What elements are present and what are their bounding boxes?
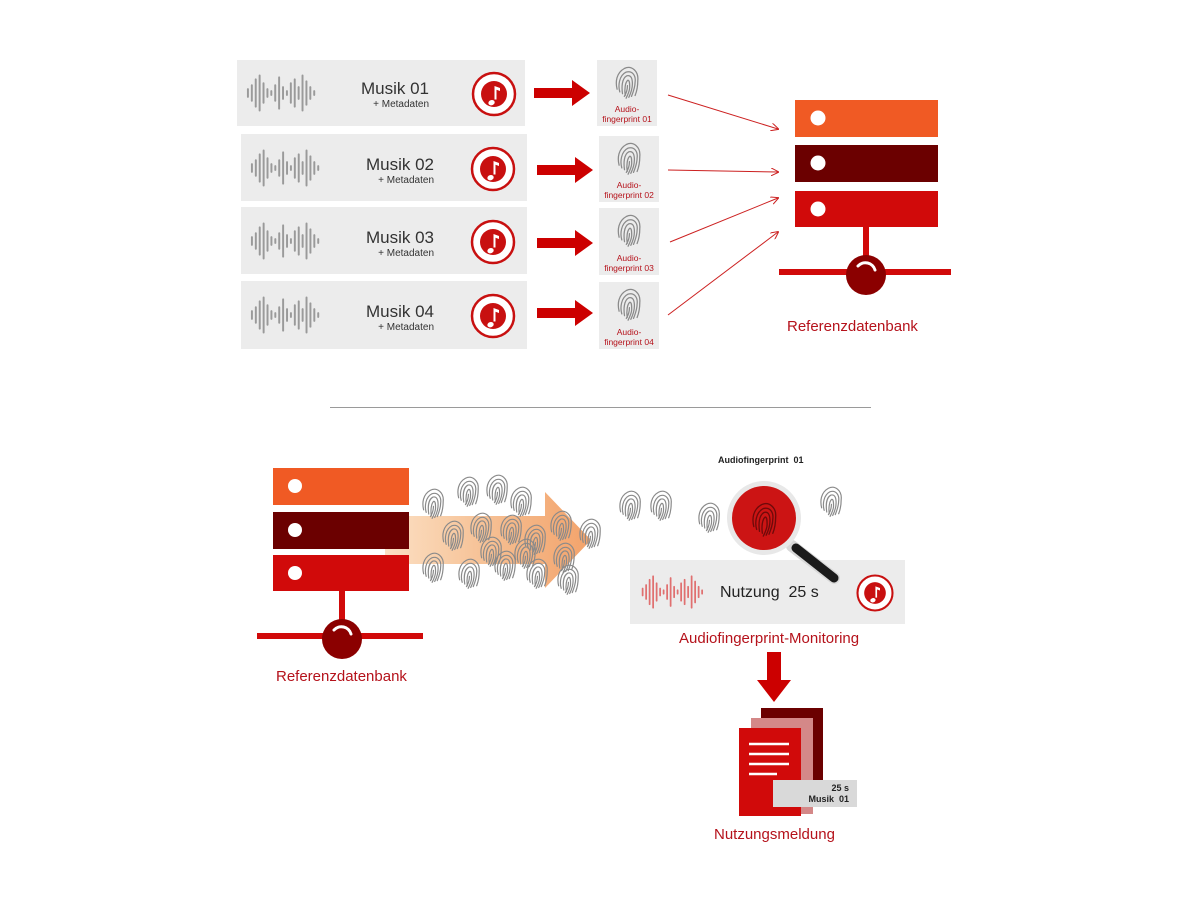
fingerprint-label-line1: Audio- [616,253,642,263]
usage-duration: Nutzung 25 s [720,584,819,601]
fingerprint-card[interactable]: Audio- fingerprint 04 [599,282,659,349]
fingerprint-icon [617,488,643,522]
database-server-icon [779,100,951,295]
arrow-right-icon [534,80,590,106]
monitoring-label: Audiofingerprint-Monitoring [679,630,860,647]
fingerprint-icon [615,286,643,322]
track-title: Musik 01 [360,79,429,98]
music-note-icon [470,70,518,118]
fingerprint-label-line1: Audio- [614,104,640,114]
magnifier-icon [727,481,840,584]
fingerprint-icon [484,472,510,506]
fingerprint-label-line2: fingerprint 01 [602,114,652,124]
fingerprint-icon [524,556,550,590]
fingerprint-icon [548,508,574,542]
fingerprint-icon [420,550,446,584]
track-row[interactable]: Musik 02 + Metadaten [241,134,527,201]
track-row[interactable]: Musik 03 + Metadaten [241,207,527,274]
music-note-icon [469,145,517,193]
waveform-icon [249,146,327,190]
fingerprint-icon [615,140,643,176]
monitoring-panel[interactable]: Nutzung 25 s [630,560,905,624]
track-title: Musik 02 [365,155,434,174]
track-row[interactable]: Musik 04 + Metadaten [241,281,527,349]
fingerprint-icon [577,516,603,550]
fingerprint-card[interactable]: Audio- fingerprint 02 [599,136,659,202]
section-divider [330,407,871,408]
track-title: Musik 04 [365,302,434,321]
report-duration: 25 s [831,783,849,793]
fingerprint-label-line1: Audio- [616,327,642,337]
fingerprint-icon [455,474,481,508]
fingerprint-label-line1: Audio- [616,180,642,190]
fingerprint-icon [420,486,446,520]
usage-report-label: Nutzungsmeldung [714,826,835,843]
fingerprint-icon [615,212,643,248]
report-track: Musik 01 [808,794,849,804]
waveform-icon [245,71,323,115]
music-note-icon [855,573,895,613]
fingerprint-label-line2: fingerprint 04 [604,337,654,347]
fingerprint-icon [613,64,641,100]
arrow-right-icon [537,157,593,183]
arrow-right-icon [537,300,593,326]
reference-database-label: Referenzdatenbank [787,318,918,335]
track-metadata: + Metadaten [378,175,434,186]
fingerprint-card[interactable]: Audio- fingerprint 01 [597,60,657,126]
connector-lines [667,94,790,316]
arrow-down-icon [757,652,791,702]
track-row[interactable]: Musik 01 + Metadaten [237,60,525,126]
track-title: Musik 03 [365,228,434,247]
track-metadata: + Metadaten [378,248,434,259]
report-tag: 25 s Musik 01 [773,780,857,807]
stream-arrow [385,492,591,588]
waveform-icon [249,219,327,263]
waveform-icon [640,572,710,612]
fingerprint-label-line2: fingerprint 03 [604,263,654,273]
fingerprint-icon [648,488,674,522]
fingerprint-match-title: Audiofingerprint 01 [718,455,804,465]
music-note-icon [469,218,517,266]
track-metadata: + Metadaten [373,99,429,110]
reference-database-label: Referenzdatenbank [276,668,407,685]
track-metadata: + Metadaten [378,322,434,333]
fingerprint-icon [440,518,466,552]
fingerprint-icon [555,562,581,596]
fingerprint-card[interactable]: Audio- fingerprint 03 [599,208,659,275]
waveform-icon [249,293,327,337]
fingerprint-label-line2: fingerprint 02 [604,190,654,200]
music-note-icon [469,292,517,340]
fingerprint-icon [696,500,722,534]
arrow-right-icon [537,230,593,256]
database-server-icon [257,468,423,659]
